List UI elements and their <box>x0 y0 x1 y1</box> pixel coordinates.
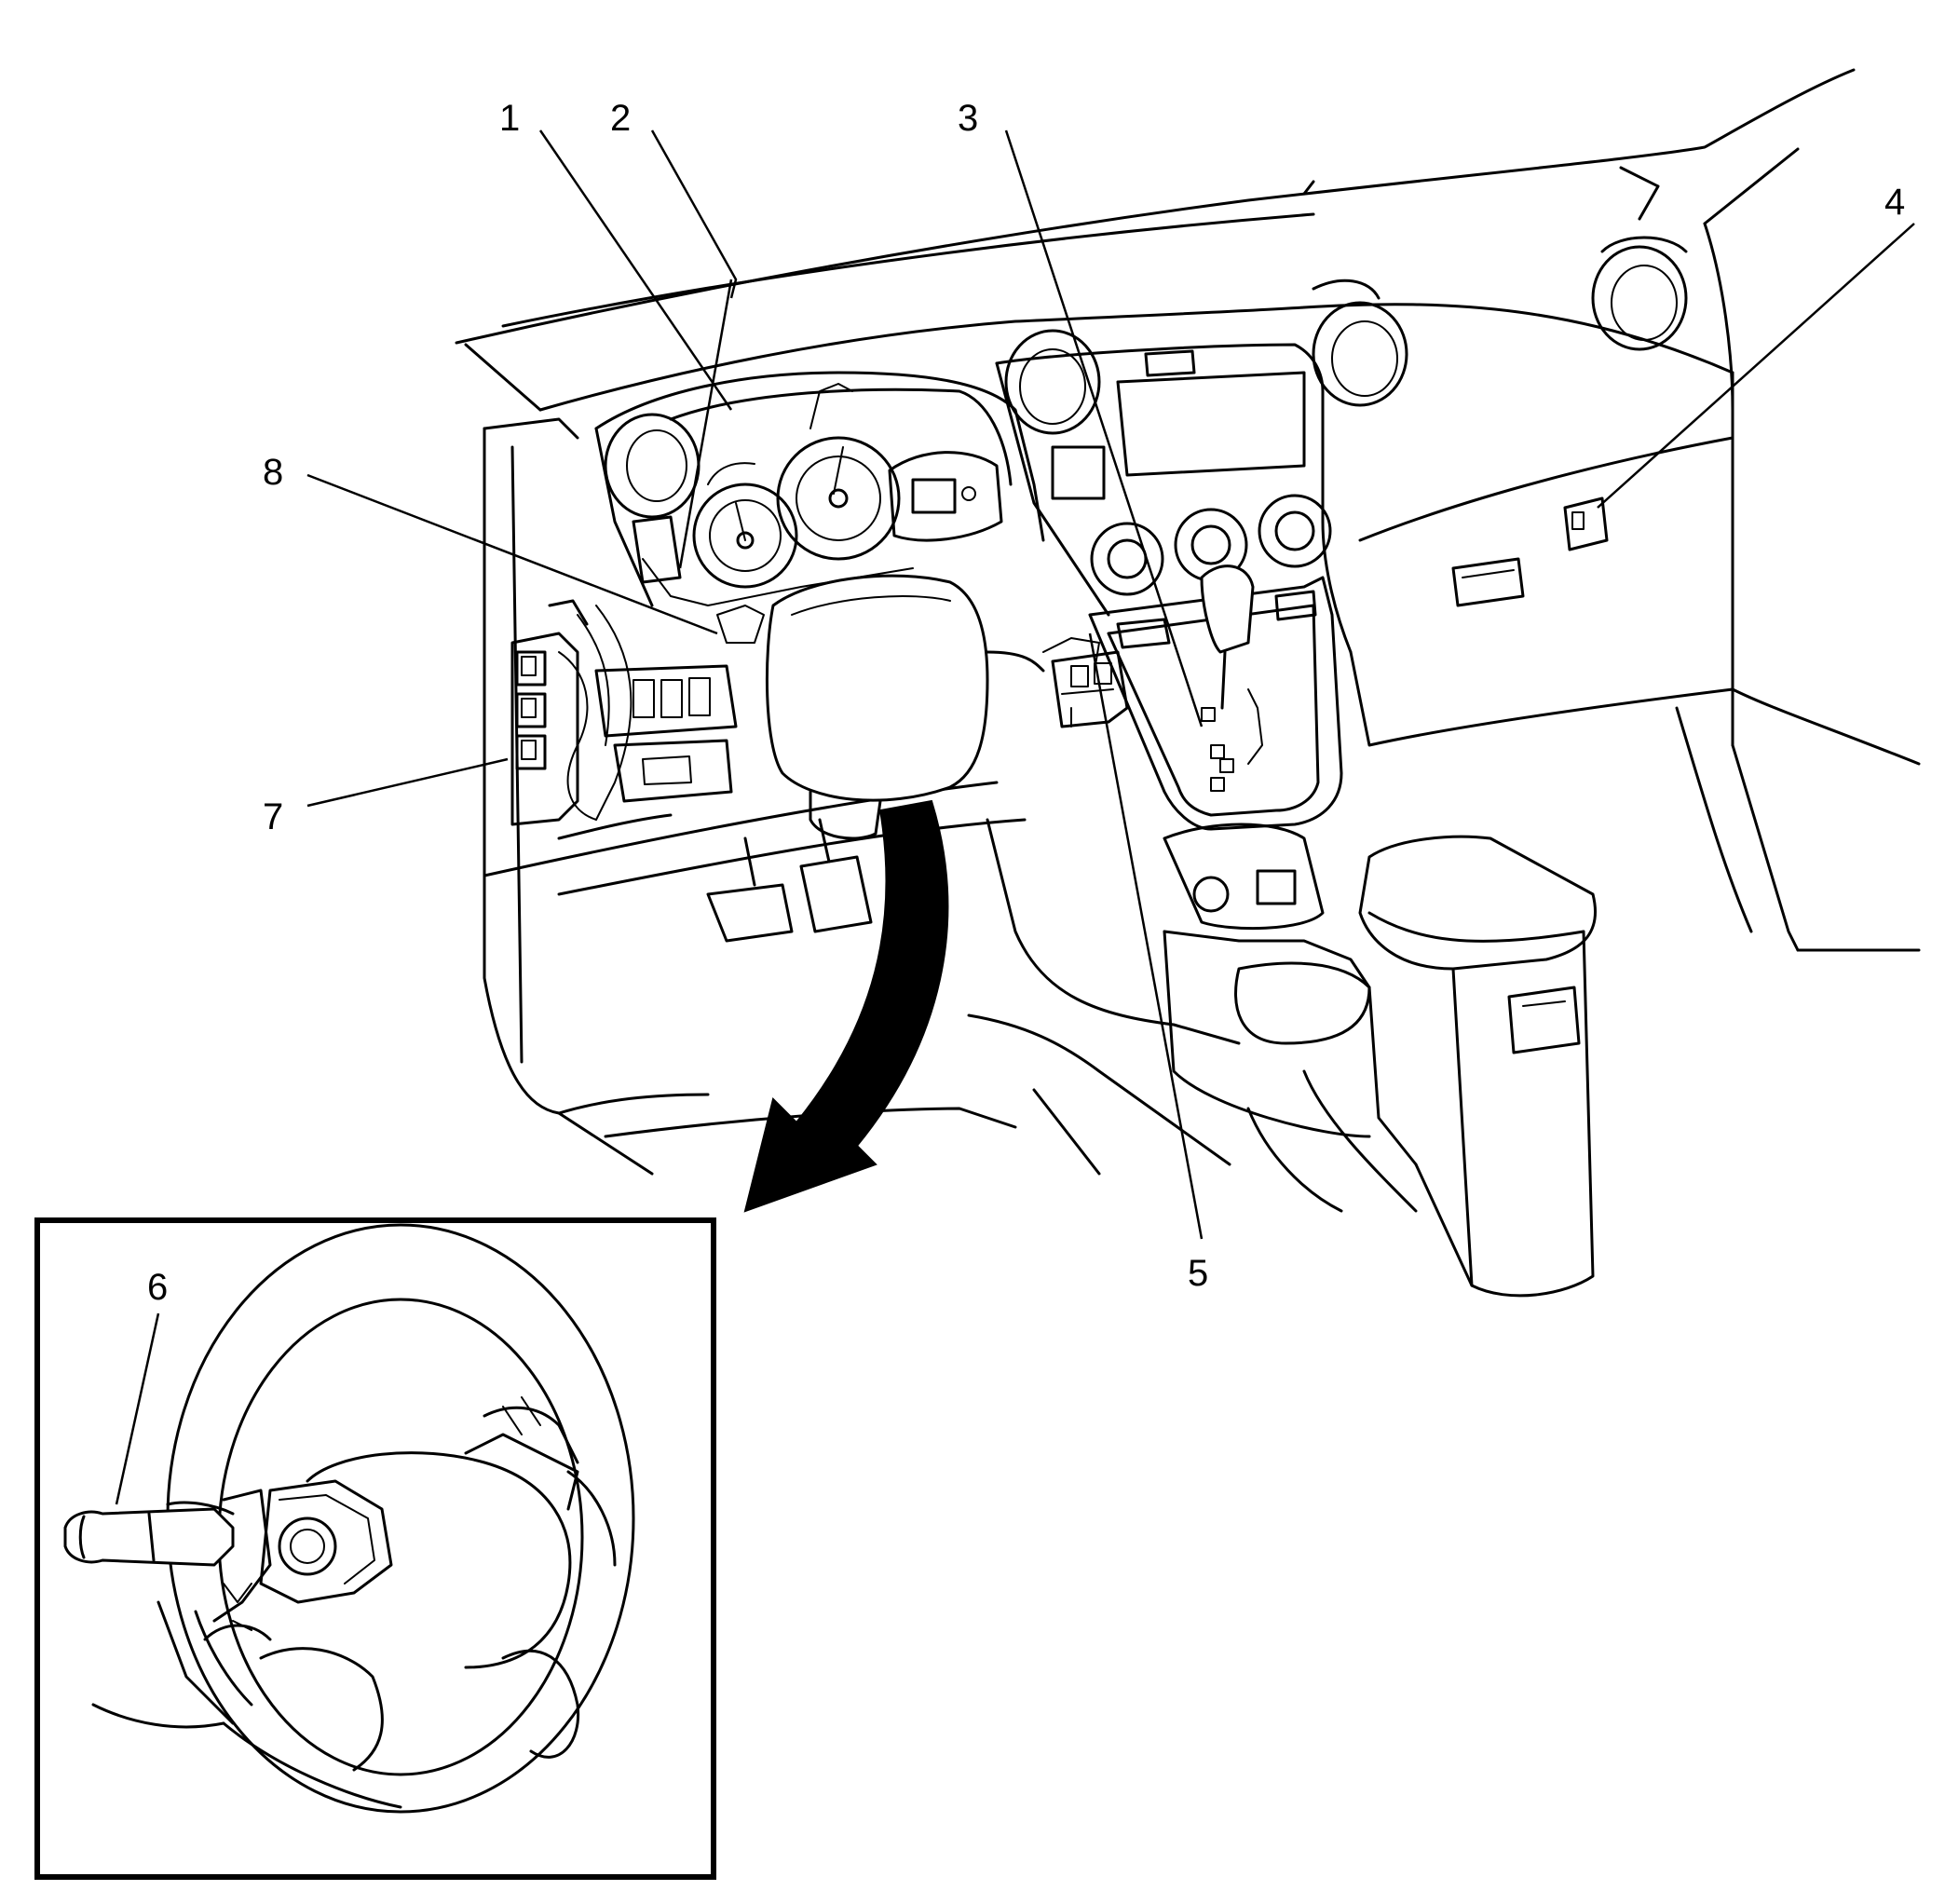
callout-7: 7 <box>263 796 283 837</box>
callout-4: 4 <box>1884 182 1905 223</box>
callout-2: 2 <box>610 98 631 139</box>
callout-5: 5 <box>1188 1253 1208 1294</box>
callout-leaders <box>115 129 1915 1505</box>
callout-3: 3 <box>958 98 978 139</box>
callout-1: 1 <box>499 98 520 139</box>
callout-labels: 1 2 3 4 5 6 7 8 <box>147 98 1905 1308</box>
callout-8: 8 <box>263 452 283 493</box>
zoom-arrow <box>743 799 949 1213</box>
callout-6: 6 <box>147 1267 168 1308</box>
steering-wheel-inset <box>34 1217 716 1880</box>
dashboard-view <box>455 68 1921 1298</box>
